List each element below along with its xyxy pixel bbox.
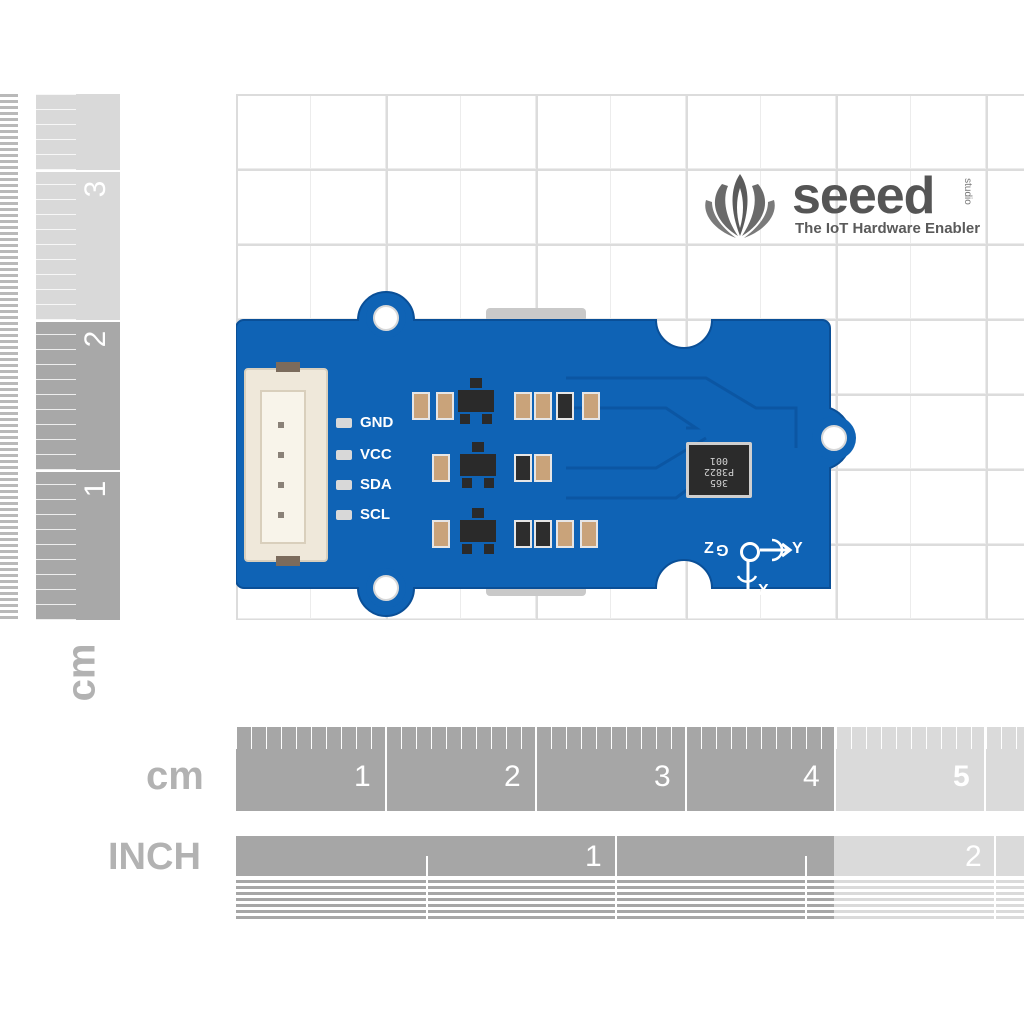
vertical-ruler-number: 1 (79, 480, 112, 498)
transistor (460, 442, 496, 488)
inch-ruler-dark (236, 836, 834, 876)
smd-resistor (556, 520, 574, 548)
pin-label-gnd: GND (360, 414, 394, 431)
brand-tagline: The IoT Hardware Enabler (795, 220, 981, 237)
cm-ruler-number: 4 (803, 760, 820, 793)
smd-resistor (556, 392, 574, 420)
axis-label-x: X (758, 582, 769, 599)
axis-rotation-z-icon: G (716, 541, 729, 558)
pin-label-vcc: VCC (360, 446, 392, 463)
vertical-ruler-ticks (36, 94, 76, 620)
cm-ruler-number: 5 (953, 760, 970, 793)
cm-ruler-unit: cm (146, 754, 204, 798)
smd-resistor (436, 392, 454, 420)
inch-ruler-number: 2 (965, 840, 982, 873)
transistor (460, 508, 496, 554)
smd-resistor (514, 392, 532, 420)
axis-arrows-icon (736, 538, 793, 603)
cm-ruler-major-tick (834, 727, 836, 811)
vertical-ruler-major-tick (36, 470, 120, 472)
pin-pad (336, 418, 352, 428)
smd-resistor (432, 520, 450, 548)
axis-origin-icon (740, 542, 760, 562)
cm-ruler-number: 3 (654, 760, 671, 793)
brand-studio: studio (961, 178, 973, 205)
axis-label-z: Z (704, 540, 714, 557)
pin-label-sda: SDA (360, 476, 392, 493)
inch-ruler-unit: INCH (108, 836, 201, 878)
smd-resistor (514, 454, 532, 482)
grove-connector (244, 362, 328, 566)
cm-ruler-major-tick (685, 727, 687, 811)
seeed-logo-icon (705, 174, 775, 238)
sensor-chip: 365 P3822 001 (686, 442, 752, 498)
pin-label-scl: SCL (360, 506, 390, 523)
cm-ruler-number: 1 (354, 760, 371, 793)
seeed-logo: seeed studio The IoT Hardware Enabler (700, 167, 990, 248)
axis-diagram: Z G Y X (696, 532, 826, 612)
chip-marking: 001 (709, 455, 729, 466)
pin-pad (336, 450, 352, 460)
cm-ruler-major-tick (535, 727, 537, 811)
sensor-board: GND VCC SDA SCL 365 P3822 001 (236, 291, 856, 618)
smd-resistor (580, 520, 598, 548)
pin-pad (336, 480, 352, 490)
brand-name: seeed (792, 167, 935, 225)
inch-ruler-tick (805, 856, 807, 920)
transistor (458, 378, 494, 424)
vertical-ruler-unit: cm (59, 643, 104, 702)
vertical-ruler-number: 3 (79, 180, 112, 198)
inch-ruler-number: 1 (585, 840, 602, 873)
vertical-ruler-major-tick (36, 170, 120, 172)
axis-label-y: Y (792, 540, 803, 557)
vertical-ruler-strip (0, 94, 18, 620)
smd-resistor (534, 392, 552, 420)
inch-ruler-stripes-light (834, 880, 1024, 920)
smd-resistor (582, 392, 600, 420)
smd-resistor (534, 520, 552, 548)
inch-ruler-major-tick (615, 836, 617, 920)
cm-ruler-major-tick (385, 727, 387, 811)
inch-ruler-tick (426, 856, 428, 920)
smd-resistor (412, 392, 430, 420)
inch-ruler-major-tick (994, 836, 996, 920)
vertical-ruler-number: 2 (79, 330, 112, 348)
vertical-ruler-major-tick (36, 320, 120, 322)
cm-ruler-major-tick (984, 727, 986, 811)
smd-resistor (514, 520, 532, 548)
cm-ruler-ticks (236, 727, 1024, 749)
inch-ruler-light (834, 836, 1024, 876)
chip-marking: 365 (709, 477, 729, 488)
pin-pad (336, 510, 352, 520)
chip-marking: P3822 (703, 466, 735, 477)
inch-ruler-stripes (236, 880, 834, 920)
cm-ruler-number: 2 (504, 760, 521, 793)
smd-resistor (432, 454, 450, 482)
smd-resistor (534, 454, 552, 482)
